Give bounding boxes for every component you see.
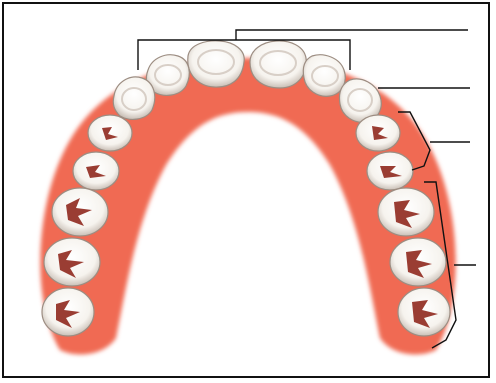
tooth-central-incisor-left [188,41,244,87]
tooth-central-incisor-right [250,41,306,88]
tooth-third-molar-left [42,288,94,336]
tooth-first-premolar-right [356,115,400,151]
tooth-second-premolar-right [367,152,413,190]
tooth-second-molar-left [44,238,100,286]
tooth-canine-left [113,77,155,119]
tooth-second-premolar-left [73,152,119,190]
tooth-first-molar-left [52,188,108,236]
tooth-third-molar-right [398,288,450,336]
tooth-second-molar-right [390,238,446,286]
tooth-first-molar-right [378,188,434,236]
tooth-first-premolar-left [88,115,132,151]
